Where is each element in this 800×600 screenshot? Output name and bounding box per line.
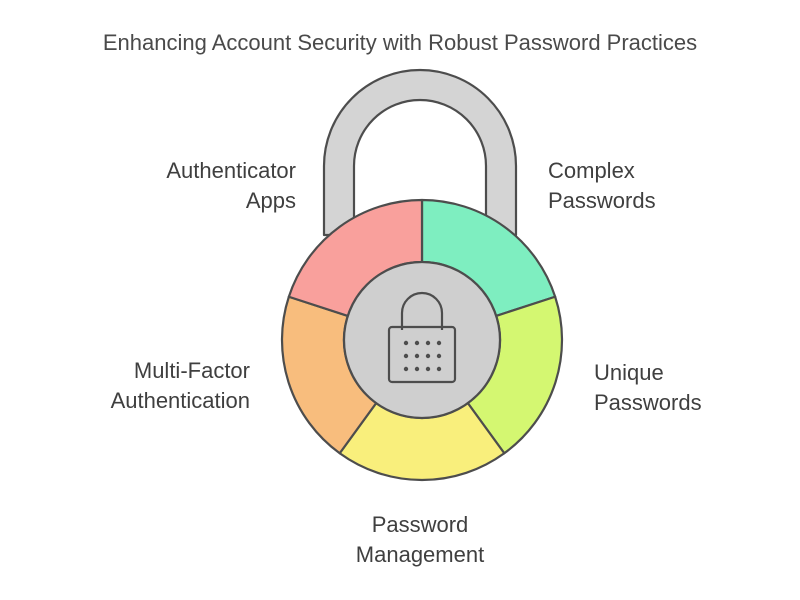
label-complex-passwords: Complex Passwords (548, 158, 656, 213)
keypad-dot (414, 353, 420, 359)
keypad-dot (414, 340, 420, 346)
label-unique-passwords: Unique Passwords (594, 360, 702, 415)
keypad-dot (436, 366, 442, 372)
center-hub (342, 260, 502, 420)
keypad-dot (414, 366, 420, 372)
keypad-dot (403, 353, 409, 359)
keypad-dot (436, 353, 442, 359)
keypad-dot (436, 340, 442, 346)
padlock-shackle-icon (322, 68, 518, 237)
keypad-dot (403, 340, 409, 346)
padlock-icon (387, 291, 457, 384)
label-authenticator-apps: Authenticator Apps (166, 158, 296, 213)
keypad-dot (403, 366, 409, 372)
label-multi-factor-authentication: Multi-Factor Authentication (110, 358, 250, 413)
label-password-management: Password Management (355, 512, 485, 567)
keypad-dot (425, 353, 431, 359)
keypad-dot (425, 340, 431, 346)
diagram-title: Enhancing Account Security with Robust P… (102, 30, 698, 55)
keypad-dot (425, 366, 431, 372)
